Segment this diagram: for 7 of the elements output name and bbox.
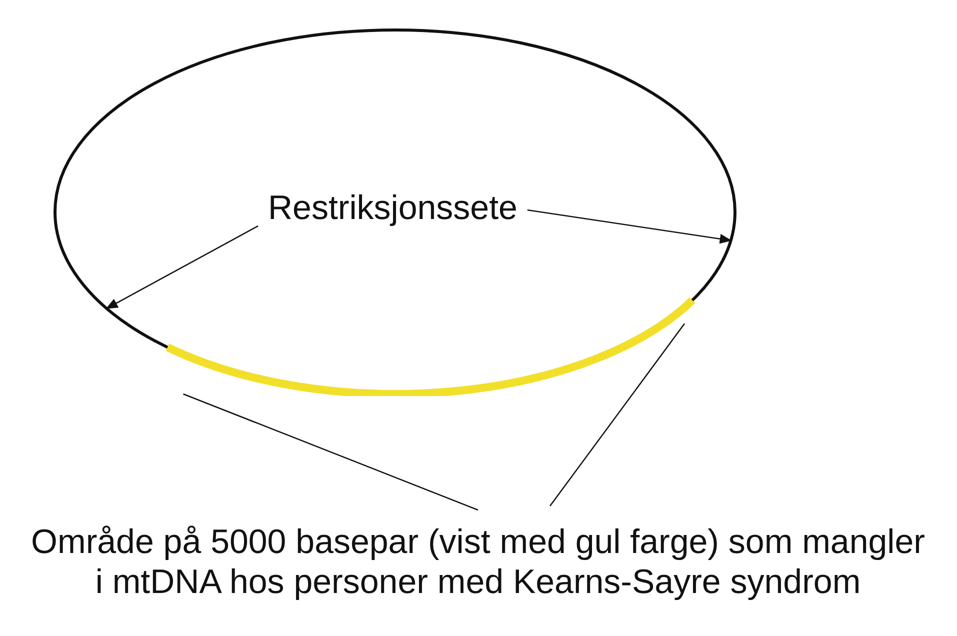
- site-label: Restriksjonssete: [268, 189, 518, 227]
- arrow: [527, 209, 732, 244]
- leader-line: [549, 323, 686, 506]
- caption-text: Område på 5000 basepar (vist med gul farge) som mangler i mtDNA hos personer med Kearns-Sayre syndrom: [31, 523, 925, 601]
- deleted-region-arc: [166, 297, 695, 396]
- arrow: [106, 225, 258, 310]
- leader-line: [183, 393, 478, 511]
